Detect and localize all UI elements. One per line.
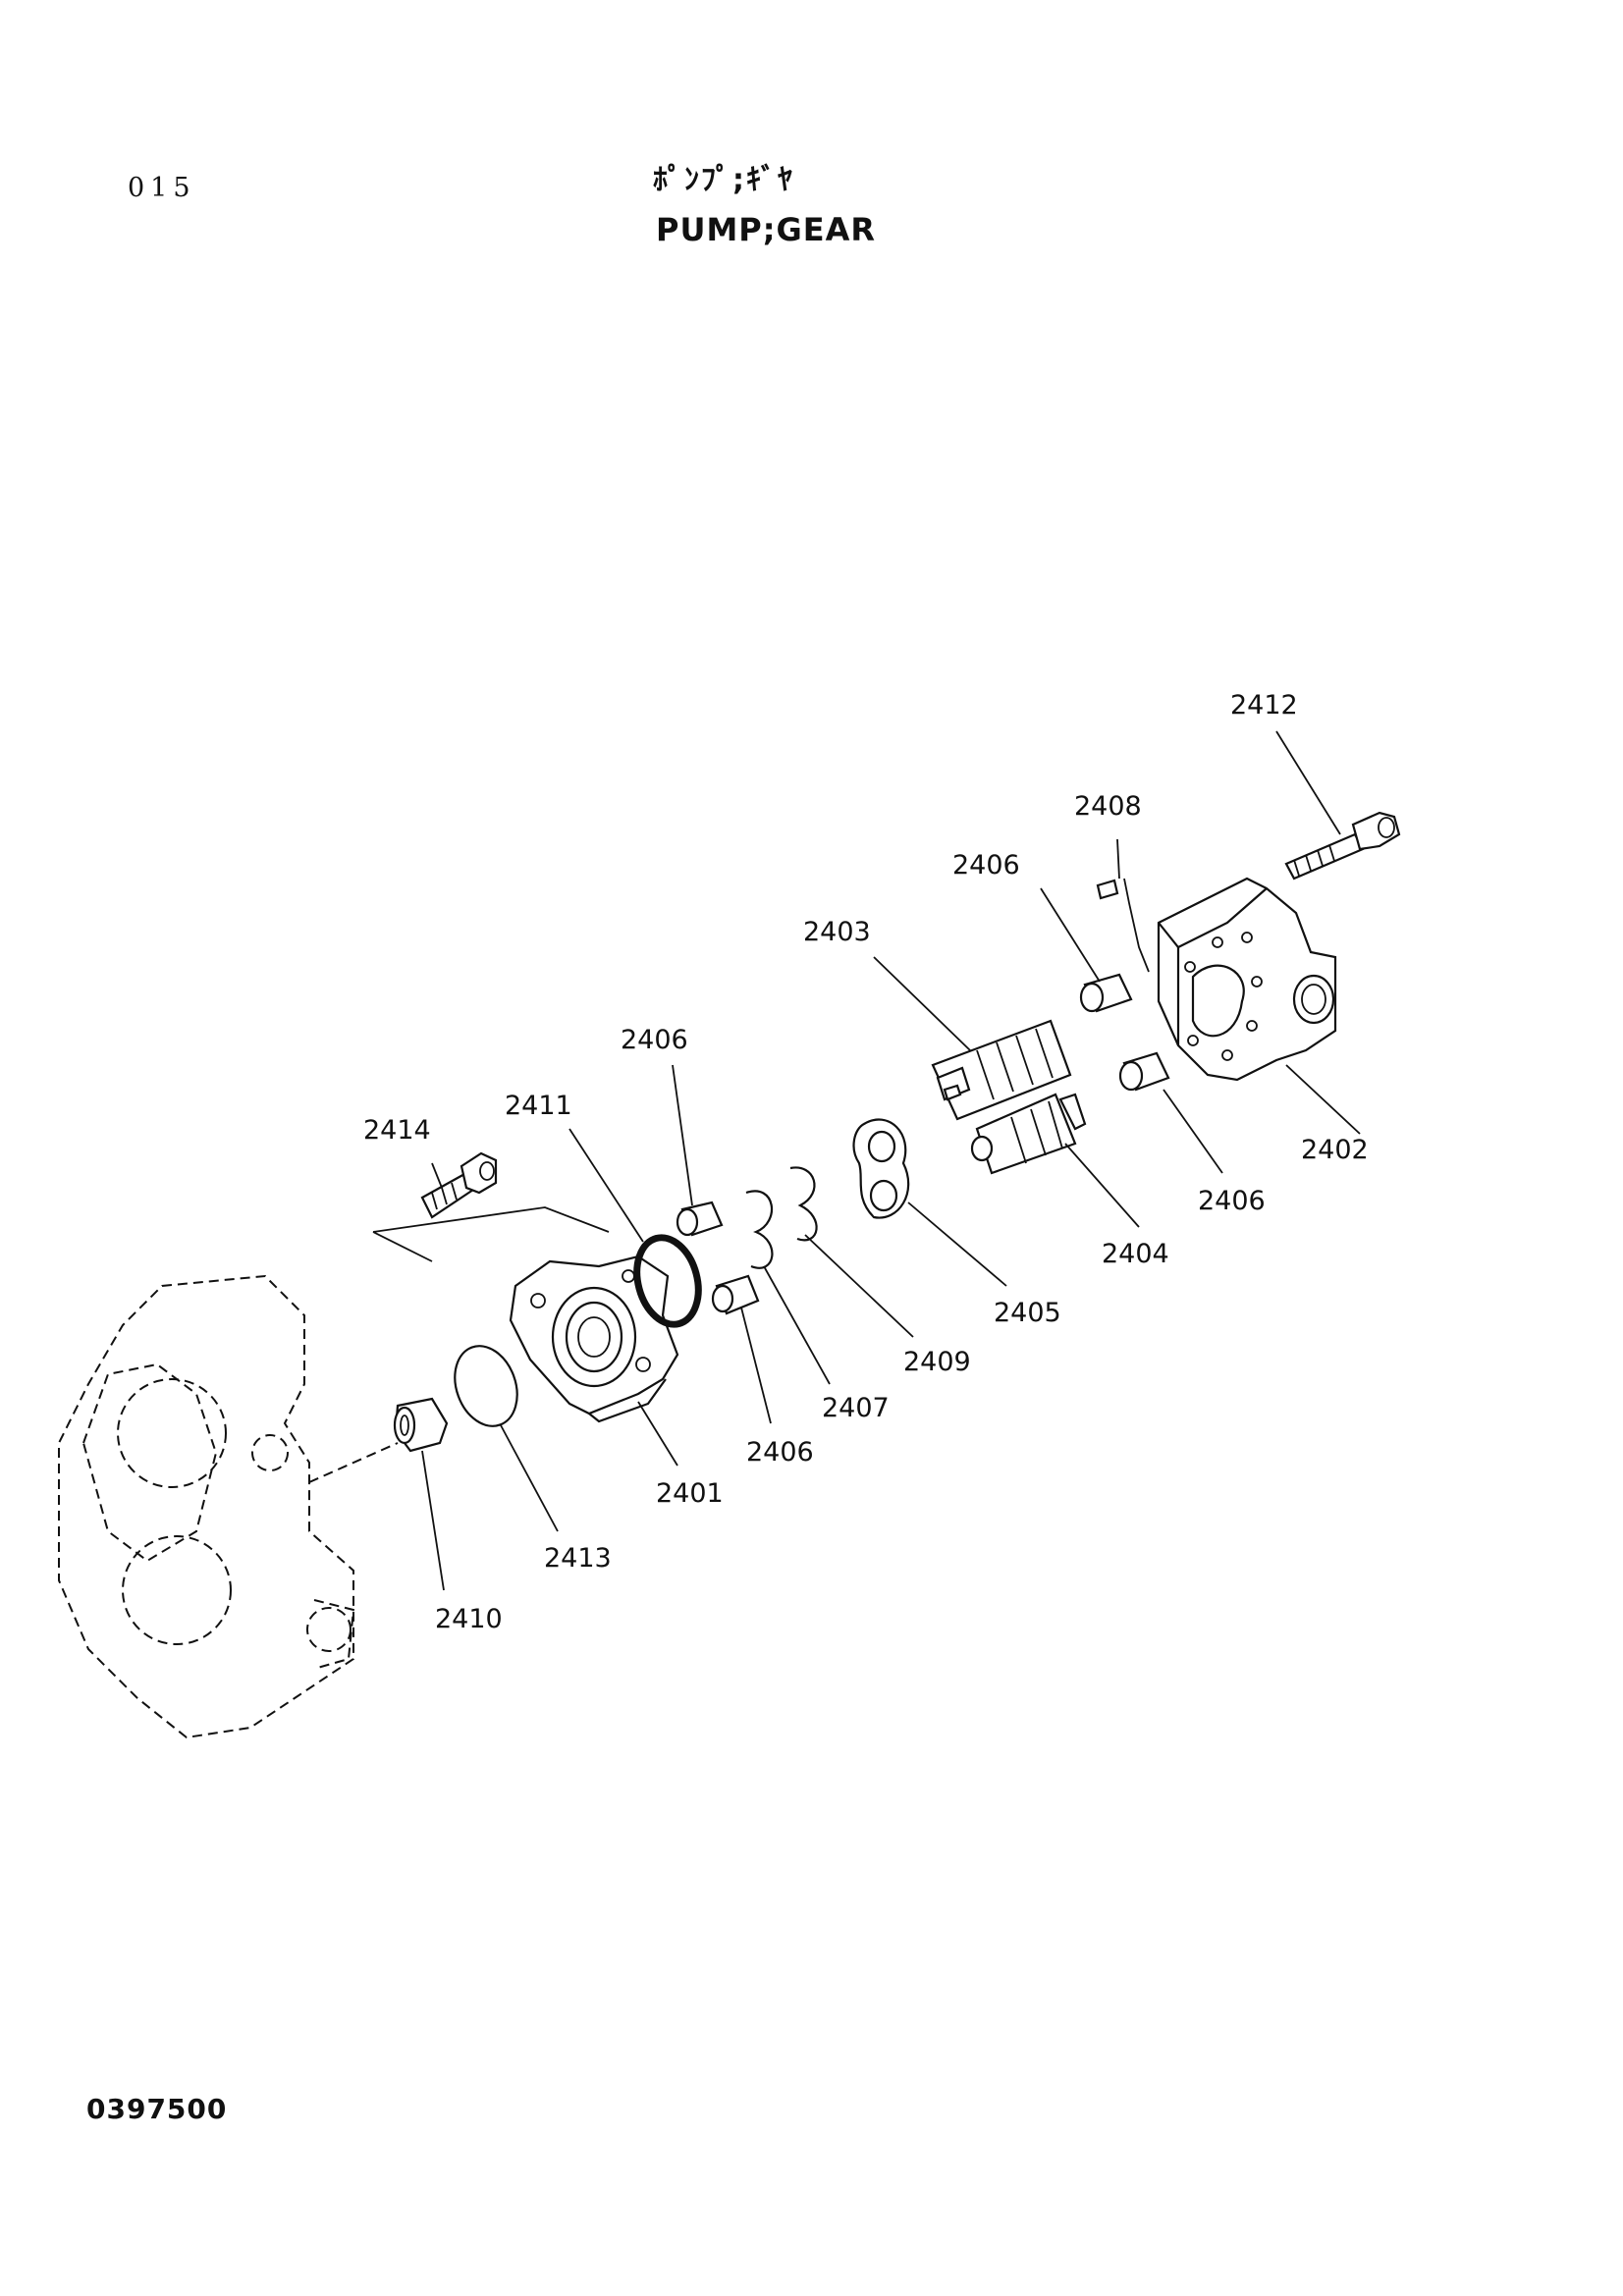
- callout-2406: 2406: [1198, 1186, 1266, 1216]
- part-2408-pin: [1096, 878, 1150, 973]
- part-2402-body: [1157, 877, 1337, 1082]
- callout-2403: 2403: [803, 917, 871, 947]
- callout-2410: 2410: [435, 1604, 503, 1634]
- callout-2411: 2411: [505, 1091, 572, 1121]
- leader-lines: [421, 730, 1361, 1591]
- callout-2406: 2406: [621, 1025, 688, 1055]
- part-2410-bushing: [393, 1397, 449, 1453]
- callout-2413: 2413: [544, 1543, 612, 1574]
- part-2406-bushing-upper-left: [676, 1201, 724, 1237]
- part-2406-bushing-lower-left: [711, 1274, 760, 1315]
- page-number: 015: [128, 173, 196, 203]
- housing-outline: [58, 1274, 399, 1739]
- callout-2402: 2402: [1301, 1135, 1369, 1165]
- part-2406-bushing-lower-right: [1118, 1051, 1170, 1092]
- part-2405-plate: [852, 1118, 910, 1219]
- callout-2414: 2414: [363, 1115, 431, 1146]
- callout-2405: 2405: [994, 1298, 1061, 1328]
- page-title-japanese: ﾎﾟﾝﾌﾟ;ｷﾞﾔ: [653, 163, 794, 197]
- part-2403-gear-shaft: [931, 1019, 1072, 1121]
- callout-2404: 2404: [1102, 1239, 1169, 1269]
- part-2413-o-ring: [454, 1345, 518, 1427]
- part-2411-o-ring: [633, 1234, 702, 1328]
- part-2404-gear: [970, 1093, 1087, 1175]
- drawing-number: 0397500: [86, 2093, 228, 2125]
- part-2409-clip: [789, 1166, 818, 1242]
- callout-2406: 2406: [746, 1437, 814, 1468]
- callout-2406: 2406: [952, 850, 1020, 881]
- callout-2412: 2412: [1230, 690, 1298, 721]
- callout-2408: 2408: [1074, 791, 1142, 822]
- part-2412-bolt: [1284, 811, 1401, 881]
- part-2406-bushing-upper-right: [1079, 973, 1133, 1013]
- part-2401-flange: [509, 1255, 679, 1423]
- callout-2407: 2407: [822, 1393, 890, 1423]
- callout-labels: 2412 2408 2406 2403 2406 2411 2414 2402 …: [363, 690, 1369, 1634]
- callout-2401: 2401: [656, 1478, 724, 1509]
- callout-2409: 2409: [903, 1347, 971, 1377]
- part-2407-clip: [745, 1190, 774, 1269]
- part-2414-bolt: [372, 1151, 610, 1262]
- page-title: PUMP;GEAR: [656, 211, 877, 248]
